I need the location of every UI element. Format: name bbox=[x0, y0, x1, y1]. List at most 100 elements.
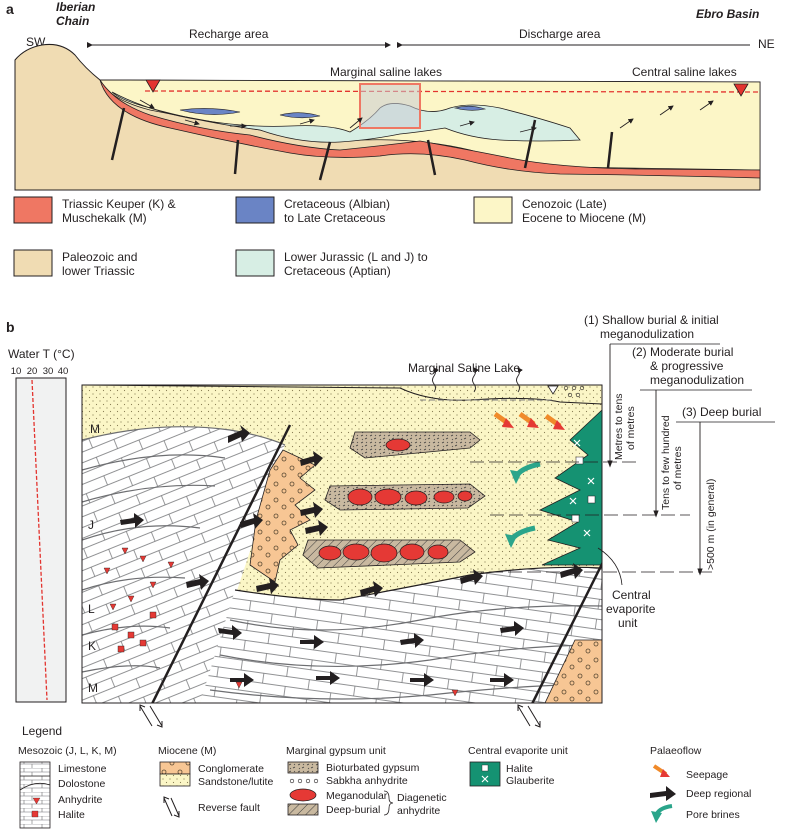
stage-2-line3: meganodulization bbox=[650, 373, 744, 387]
legend-swatch-sabkha bbox=[289, 778, 319, 784]
unit-l: L bbox=[88, 602, 95, 616]
depth-2-line1: Tens to few hundred bbox=[660, 415, 672, 510]
legend-swatch-paleozoic bbox=[13, 249, 53, 277]
legend-swatch-sandstone bbox=[159, 773, 191, 787]
tick-40: 40 bbox=[58, 366, 69, 377]
central-label-1: Central bbox=[612, 588, 651, 602]
central-lakes-label: Central saline lakes bbox=[632, 65, 737, 79]
unit-m-top: M bbox=[90, 422, 100, 436]
water-temperature-column: Water T (°C) 10 20 30 40 bbox=[8, 347, 75, 703]
legend-paleozoic-1: Paleozoic and bbox=[62, 250, 137, 264]
legend-reverse-fault: Reverse fault bbox=[198, 802, 260, 814]
legend-palaeoflow-title: Palaeoflow bbox=[650, 745, 702, 757]
unit-k: K bbox=[88, 639, 96, 653]
water-t-label: Water T (°C) bbox=[8, 347, 75, 361]
evaporation-arrows bbox=[432, 367, 523, 393]
stage-1-line1: (1) Shallow burial & initial bbox=[584, 313, 719, 327]
legend-diagenetic-1: Diagenetic bbox=[397, 792, 447, 804]
tick-10: 10 bbox=[11, 366, 22, 377]
unit-m-bottom: M bbox=[88, 681, 98, 695]
iberian-label: Iberian bbox=[56, 0, 95, 14]
legend-swatch-conglomerate bbox=[159, 761, 191, 775]
sabkha-circles bbox=[563, 385, 585, 398]
panel-b-letter: b bbox=[6, 319, 15, 335]
legend-cenozoic-1: Cenozoic (Late) bbox=[522, 197, 607, 211]
fault-symbols bbox=[139, 704, 541, 728]
depth-1-line2: of metres bbox=[625, 406, 637, 450]
chain-label: Chain bbox=[56, 14, 89, 28]
legend-limestone: Limestone bbox=[58, 763, 107, 775]
legend-mesozoic-column bbox=[19, 761, 51, 829]
legend-bioturbated: Bioturbated gypsum bbox=[326, 762, 420, 774]
recharge-label: Recharge area bbox=[189, 27, 269, 41]
legend-meganodular: Meganodular bbox=[326, 790, 388, 802]
legend-swatch-jurassic bbox=[235, 249, 275, 277]
legend-cenozoic-2: Eocene to Miocene (M) bbox=[522, 211, 646, 225]
legend-seepage-icon bbox=[652, 764, 670, 777]
tick-20: 20 bbox=[27, 366, 38, 377]
legend-b-title: Legend bbox=[22, 724, 62, 738]
legend-brace bbox=[383, 790, 394, 816]
depth-2-line2: of metres bbox=[672, 446, 684, 490]
legend-triassic-2: Muschekalk (M) bbox=[62, 211, 147, 225]
legend-miocene-title: Miocene (M) bbox=[158, 745, 216, 757]
legend-swatch-deepburial bbox=[287, 803, 319, 816]
legend-glauberite-icon bbox=[481, 775, 489, 783]
legend-halite: Halite bbox=[58, 809, 85, 821]
legend-anhydrite: Anhydrite bbox=[58, 794, 103, 806]
legend-diagenetic-2: anhydrite bbox=[397, 805, 440, 817]
block-border bbox=[81, 384, 603, 704]
panel-a-letter: a bbox=[6, 1, 14, 17]
stage-1-line2: meganodulization bbox=[600, 327, 694, 341]
legend-halite-icon bbox=[481, 764, 489, 772]
ne-label: NE bbox=[758, 37, 775, 51]
unit-j: J bbox=[88, 518, 94, 532]
central-label-3: unit bbox=[618, 616, 638, 630]
cross-section bbox=[14, 44, 761, 191]
legend-swatch-triassic bbox=[13, 196, 53, 224]
legend-deepburial: Deep-burial bbox=[326, 804, 380, 816]
legend-central-title: Central evaporite unit bbox=[468, 745, 568, 757]
legend-sabkha: Sabkha anhydrite bbox=[326, 775, 408, 787]
legend-swatch-bioturbated bbox=[287, 761, 319, 774]
stage-2-line1: (2) Moderate burial bbox=[632, 345, 733, 359]
legend-fault-icon bbox=[163, 796, 180, 818]
legend-conglomerate: Conglomerate bbox=[198, 763, 264, 775]
depth-1-line1: Metres to tens bbox=[613, 393, 625, 460]
stage-2-line2: & progressive bbox=[650, 359, 724, 373]
legend-swatch-cretaceous bbox=[235, 196, 275, 224]
legend-glauberite: Glauberite bbox=[506, 775, 555, 787]
legend-cretaceous-2: to Late Cretaceous bbox=[284, 211, 385, 225]
discharge-label: Discharge area bbox=[519, 27, 601, 41]
lake-label: Marginal Saline Lake bbox=[408, 361, 520, 375]
central-label-2: evaporite bbox=[606, 602, 656, 616]
legend-pore-brines: Pore brines bbox=[686, 809, 740, 821]
legend-deep-regional: Deep regional bbox=[686, 788, 751, 800]
legend-marginal-title: Marginal gypsum unit bbox=[286, 745, 386, 757]
water-table-symbol bbox=[547, 385, 559, 395]
legend-cretaceous-1: Cretaceous (Albian) bbox=[284, 197, 390, 211]
tick-30: 30 bbox=[43, 366, 54, 377]
stage-3: (3) Deep burial bbox=[682, 405, 761, 419]
legend-pore-brines-icon bbox=[651, 804, 673, 823]
legend-swatch-cenozoic bbox=[473, 196, 513, 224]
depth-3: >500 m (in general) bbox=[705, 479, 717, 570]
level-lines bbox=[470, 461, 712, 573]
legend-jurassic-2: Cretaceous (Aptian) bbox=[284, 264, 391, 278]
legend-triassic-1: Triassic Keuper (K) & bbox=[62, 197, 176, 211]
legend-mesozoic-title: Mesozoic (J, L, K, M) bbox=[18, 745, 117, 757]
ebro-label: Ebro Basin bbox=[696, 7, 759, 21]
legend-a: Triassic Keuper (K) & Muschekalk (M) Cre… bbox=[13, 196, 646, 278]
legend-paleozoic-2: lower Triassic bbox=[62, 264, 135, 278]
legend-dolostone: Dolostone bbox=[58, 778, 105, 790]
marginal-lakes-label: Marginal saline lakes bbox=[330, 65, 442, 79]
legend-swatch-meganodular bbox=[289, 788, 317, 802]
block-diagram bbox=[82, 385, 602, 703]
legend-deep-regional-icon bbox=[650, 786, 676, 801]
legend-seepage: Seepage bbox=[686, 769, 728, 781]
legend-sandstone: Sandstone/lutite bbox=[198, 776, 273, 788]
legend-c-halite: Halite bbox=[506, 763, 533, 775]
central-pointer bbox=[597, 547, 623, 586]
legend-jurassic-1: Lower Jurassic (L and J) to bbox=[284, 250, 428, 264]
